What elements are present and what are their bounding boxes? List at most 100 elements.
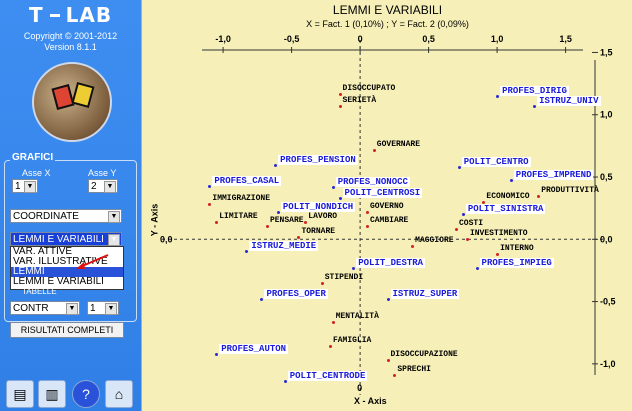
x-tick-label: 0 [358, 34, 363, 44]
data-point [457, 166, 461, 170]
red-arrow-pointer [76, 254, 109, 269]
data-point [331, 185, 335, 189]
data-point [411, 244, 415, 248]
data-point [352, 266, 356, 270]
type-select[interactable]: LEMMI E VARIABILI ▼ [10, 232, 122, 246]
data-point [537, 194, 541, 198]
data-point [338, 197, 342, 201]
data-point [365, 224, 369, 228]
dropdown-option[interactable]: LEMMI E VARIABILI [13, 276, 104, 287]
data-point [260, 298, 264, 302]
lemma-label: STIPENDI [324, 272, 364, 282]
lemma-label: IMMIGRAZIONE [212, 194, 270, 204]
lemma-label: SPRECHI [397, 365, 431, 375]
x-tick-label: 1,0 [491, 34, 504, 44]
lemma-label: DISOCCUPATO [342, 83, 396, 93]
asse-x-select[interactable]: 1 ▼ [12, 179, 38, 193]
y-tick-label: -0,5 [600, 297, 616, 307]
lemma-label: TORNARE [301, 226, 336, 236]
data-point [393, 374, 397, 378]
variable-label: POLIT_CENTRO [461, 157, 531, 168]
dropdown-option[interactable]: VAR. ATTIVE [13, 246, 73, 257]
dropdown-option[interactable]: LEMMI [11, 267, 123, 277]
data-point [283, 380, 287, 384]
chevron-down-icon[interactable]: ▼ [104, 181, 116, 193]
y-zero-tick-label-left: 0,0 [160, 234, 173, 244]
y-tick-label: 0,0 [600, 234, 613, 244]
asse-y-label: Asse Y [88, 168, 117, 178]
logo-right: LAB [65, 3, 113, 27]
grafici-group [4, 160, 137, 322]
chevron-down-icon[interactable]: ▼ [108, 211, 120, 223]
data-point [386, 359, 390, 363]
data-point [533, 105, 537, 109]
lemma-label: COSTI [459, 219, 484, 229]
type-dropdown-list[interactable]: VAR. ATTIVE VAR. ILLUSTRATIVE LEMMI LEMM… [10, 246, 124, 290]
chevron-down-icon[interactable]: ▼ [24, 181, 36, 193]
x-zero-tick-label-bottom: 0 [357, 383, 362, 393]
y-tick-label: -1,0 [600, 359, 616, 369]
chart-subtitle: X = Fact. 1 (0,10%) ; Y = Fact. 2 (0,09%… [306, 19, 469, 29]
data-point [465, 238, 469, 242]
variable-label: POLIT_CENTRODE [287, 371, 368, 382]
data-point [338, 92, 342, 96]
y-tick-label: 1,5 [600, 47, 613, 57]
data-point [475, 266, 479, 270]
type-select-value: LEMMI E VARIABILI [13, 234, 104, 245]
save-icon[interactable]: ▤ [6, 380, 34, 408]
lemma-label: MENTALITÀ [335, 311, 379, 321]
mode-select-value: COORDINATE [13, 211, 79, 222]
tabelle-label: TABELLE [22, 287, 57, 296]
logo-left: T [28, 3, 44, 27]
results-button[interactable]: RISULTATI COMPLETI [10, 322, 124, 338]
home-icon[interactable]: ⌂ [105, 380, 133, 408]
lemma-label: ECONOMICO [486, 191, 530, 201]
data-point [297, 235, 301, 239]
logo-dash [49, 13, 60, 17]
help-icon[interactable]: ? [72, 380, 100, 408]
data-point [482, 200, 486, 204]
x-tick-label: 0,5 [422, 34, 435, 44]
variable-label: POLIT_DESTRA [356, 257, 426, 268]
x-tick-label: 1,5 [559, 34, 572, 44]
lemma-label: LAVORO [308, 211, 338, 221]
variable-label: PROFES_PENSION [278, 154, 358, 165]
chevron-down-icon[interactable]: ▼ [105, 303, 117, 315]
dropdown-option[interactable]: VAR. ILLUSTRATIVE [13, 256, 108, 267]
chevron-down-icon[interactable]: ▼ [108, 234, 120, 246]
variable-label: POLIT_SINISTRA [465, 204, 546, 215]
contr-select[interactable]: CONTR ▼ [10, 301, 80, 315]
data-point [338, 105, 342, 109]
asse-y-select[interactable]: 2 ▼ [88, 179, 118, 193]
lemma-label: INVESTIMENTO [469, 229, 528, 239]
data-point [372, 148, 376, 152]
data-point [386, 298, 390, 302]
data-point [208, 184, 212, 188]
variable-label: POLIT_CENTROSI [342, 188, 423, 199]
x-tick-label: -0,5 [284, 34, 300, 44]
app-logo: T LAB [14, 3, 127, 27]
data-point [276, 210, 280, 214]
variable-label: PROFES_OPER [264, 289, 328, 300]
data-point [455, 228, 458, 232]
contr-number-select[interactable]: 1 ▼ [87, 301, 119, 315]
mode-select[interactable]: COORDINATE ▼ [10, 209, 122, 223]
lemma-label: FAMIGLIA [332, 336, 372, 346]
variable-label: PROFES_IMPIEG [479, 257, 554, 268]
data-point [208, 203, 212, 207]
data-point [215, 352, 219, 356]
chart-icon[interactable]: ▥ [38, 380, 66, 408]
data-point [304, 220, 308, 224]
data-point [461, 213, 465, 217]
variable-label: ISTRUZ_MEDIE [249, 240, 319, 251]
asse-x-label: Asse X [22, 168, 51, 178]
data-point [496, 253, 500, 257]
chevron-down-icon[interactable]: ▼ [66, 303, 78, 315]
y-tick-label: 0,5 [600, 172, 613, 182]
variable-label: PROFES_AUTON [219, 343, 289, 354]
asse-x-value: 1 [15, 181, 21, 192]
contr-select-value: CONTR [13, 303, 49, 314]
x-axis-label: X - Axis [354, 396, 387, 406]
emblem-mark [71, 82, 95, 108]
emblem-mark [51, 84, 75, 110]
